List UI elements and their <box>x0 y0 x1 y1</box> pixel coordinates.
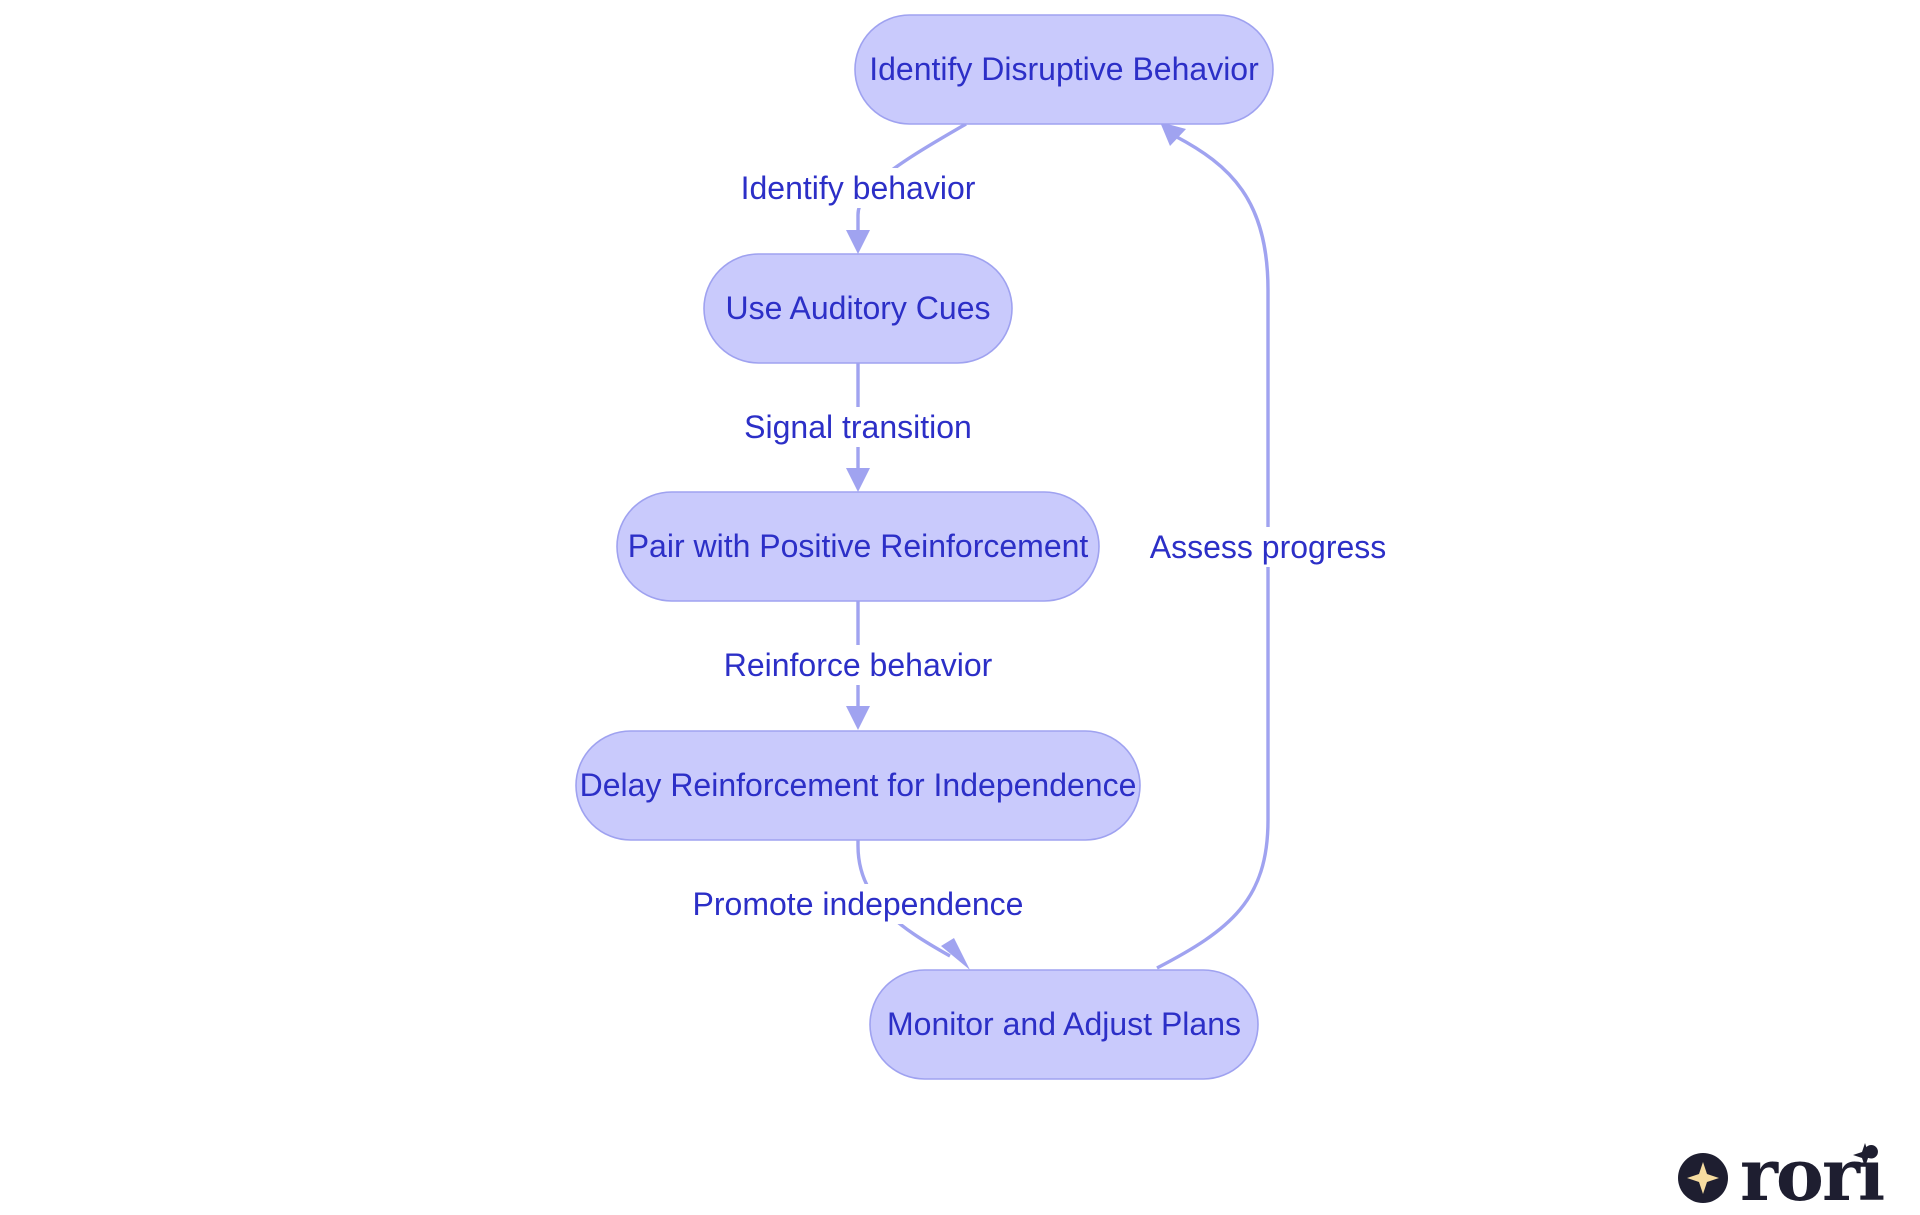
svg-text:Delay Reinforcement for Indepe: Delay Reinforcement for Independence <box>580 767 1137 803</box>
edge-label-promote-independence: Promote independence <box>693 886 1024 922</box>
edge-pair-to-delay-arrow <box>846 706 870 730</box>
edge-label-assess-progress: Assess progress <box>1150 529 1387 565</box>
edge-label-signal-transition: Signal transition <box>744 409 972 445</box>
edge-label-identify-behavior: Identify behavior <box>741 170 976 206</box>
node-use-auditory-cues: Use Auditory Cues <box>703 253 1013 364</box>
edge-delay-to-monitor-arrow <box>941 938 970 970</box>
edge-labels: Identify behavior Signal transition Rein… <box>693 168 1387 924</box>
edge-label-reinforce-behavior: Reinforce behavior <box>724 647 993 683</box>
rori-logo: rori <box>1678 1132 1886 1215</box>
svg-text:Identify Disruptive Behavior: Identify Disruptive Behavior <box>869 51 1259 87</box>
node-delay-reinforcement-for-independence: Delay Reinforcement for Independence <box>575 730 1141 841</box>
edge-auditory-to-pair-arrow <box>846 468 870 492</box>
nodes: Identify Disruptive Behavior Use Auditor… <box>575 14 1274 1080</box>
sparkle-icon <box>1687 1162 1719 1194</box>
node-pair-with-positive-reinforcement: Pair with Positive Reinforcement <box>616 491 1100 602</box>
node-identify-disruptive-behavior: Identify Disruptive Behavior <box>854 14 1274 125</box>
logo-star-icon <box>1853 1143 1877 1167</box>
logo-wordmark: rori <box>1740 1132 1884 1215</box>
edge-monitor-to-identify-arrow <box>1160 122 1186 146</box>
svg-text:Monitor and Adjust Plans: Monitor and Adjust Plans <box>887 1006 1241 1042</box>
svg-text:Pair with Positive Reinforceme: Pair with Positive Reinforcement <box>628 528 1089 564</box>
edge-identify-to-auditory-arrow <box>846 230 870 254</box>
node-monitor-and-adjust-plans: Monitor and Adjust Plans <box>869 969 1259 1080</box>
svg-text:Use Auditory Cues: Use Auditory Cues <box>725 290 990 326</box>
